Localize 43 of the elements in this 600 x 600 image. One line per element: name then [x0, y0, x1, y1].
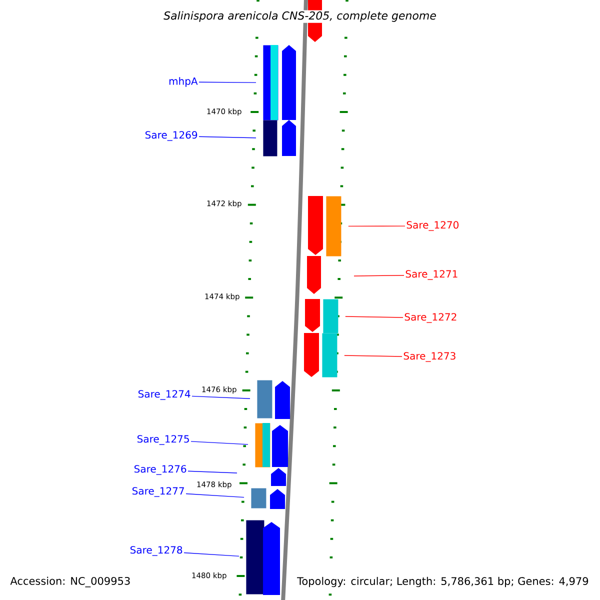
gene-label: Sare_1276 [134, 465, 186, 475]
leader-line [198, 82, 256, 83]
leader-line [188, 470, 238, 474]
gene-glyph [305, 299, 320, 332]
gene-glyph [308, 196, 323, 255]
leader-line [348, 226, 406, 227]
gene-label: Sare_1270 [406, 221, 459, 231]
cog-bar [263, 45, 278, 120]
leader-line [354, 275, 404, 276]
gene-label: Sare_1273 [404, 352, 456, 362]
gene-glyph [263, 522, 280, 595]
gene-label: Sare_1275 [138, 435, 189, 445]
gene-label: Sare_1269 [146, 131, 198, 141]
gene-label: mhpA [169, 77, 198, 87]
gene-label: Sare_1274 [138, 390, 190, 400]
cog-bar [255, 423, 270, 468]
cog-bar [246, 520, 264, 594]
gene-label: Sare_1278 [130, 546, 182, 556]
gene-glyph [307, 256, 321, 294]
gene-label: Sare_1272 [404, 313, 456, 323]
gene-glyph [304, 333, 319, 377]
cog-bar [263, 120, 278, 156]
leader-line [184, 552, 240, 557]
gene-glyph [271, 468, 286, 486]
title: Salinispora arenicola CNS-205, complete genome [162, 10, 438, 23]
leader-line [190, 441, 248, 445]
accession-text: Accession: NC_009953 [10, 576, 130, 588]
leader-line [345, 316, 404, 318]
gene-label: Sare_1271 [406, 270, 458, 280]
leader-line [344, 355, 402, 357]
leader-line [192, 396, 250, 399]
gene-glyph [282, 120, 296, 156]
gene-glyph [275, 381, 290, 419]
cog-bar [322, 333, 338, 378]
cog-bar [323, 299, 338, 334]
cog-bar [326, 196, 342, 256]
cog-bar [257, 380, 272, 418]
topology-text: Topology: circular; Length: 5,786,361 bp; Genes: 4,979 [295, 574, 591, 590]
cog-bar [251, 488, 266, 508]
leader-line [186, 493, 244, 498]
gene-label: Sare_1277 [132, 487, 184, 497]
leader-line [198, 136, 256, 138]
gene-glyph [270, 489, 285, 509]
